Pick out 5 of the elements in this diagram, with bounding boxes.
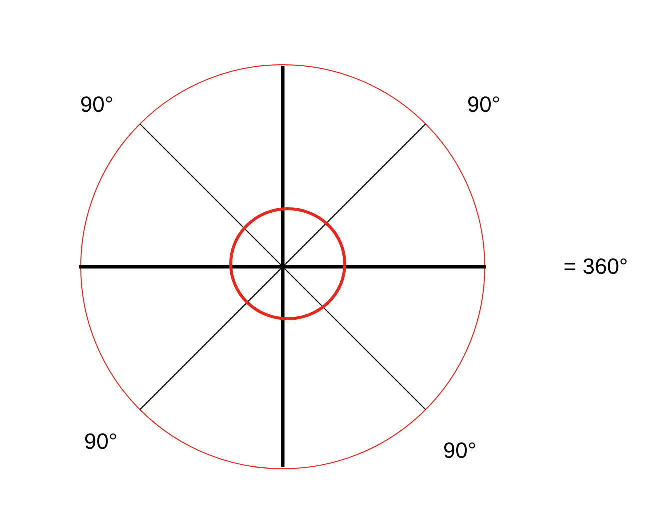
angle-label: 90°: [84, 429, 118, 455]
angle-label: 90°: [80, 92, 114, 118]
angle-label: 90°: [467, 92, 501, 118]
angle-label: 90°: [443, 438, 477, 464]
total-label: = 360°: [564, 254, 628, 280]
